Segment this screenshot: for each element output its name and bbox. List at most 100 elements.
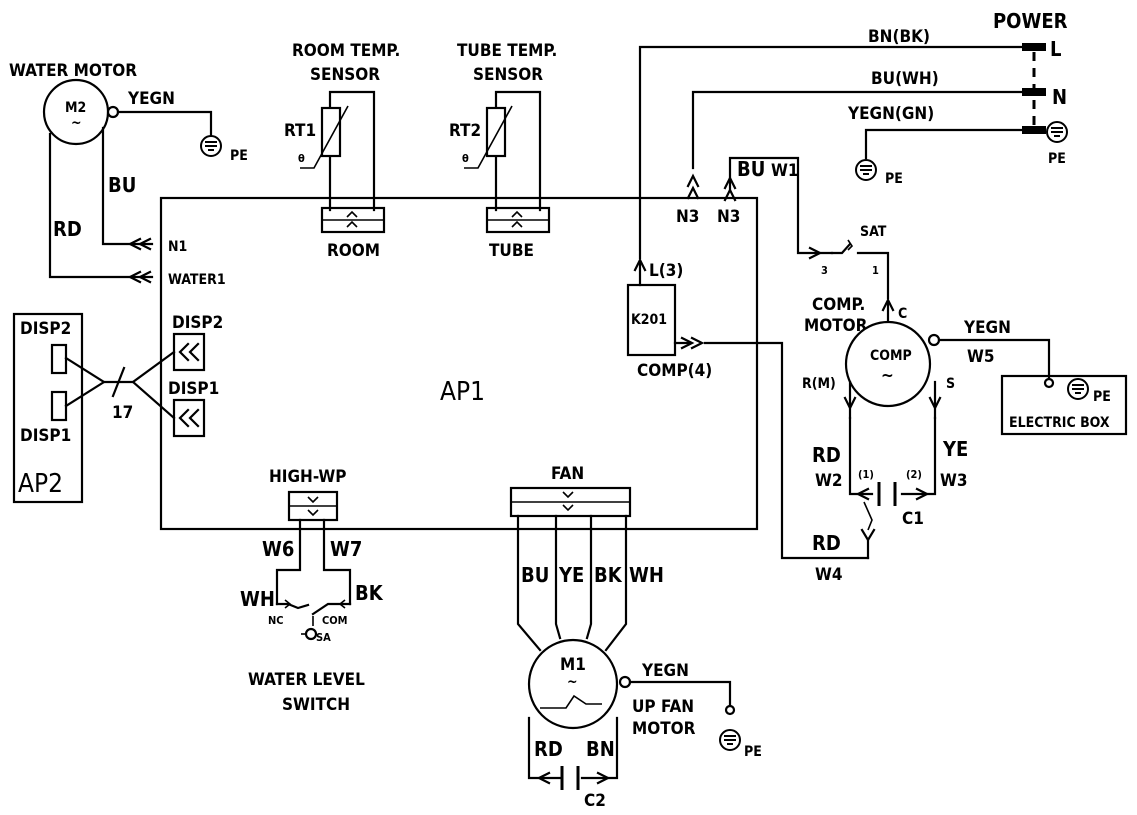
wire-bn-label: BN(BK) xyxy=(868,27,930,47)
electric-box-label: ELECTRIC BOX xyxy=(1009,415,1110,431)
board-ap1-outline xyxy=(159,196,759,531)
board-n3-b: N3 xyxy=(717,207,740,227)
fan-motor-pe-node xyxy=(618,675,632,689)
electric-box-pe: PE xyxy=(1093,389,1111,405)
fan-motor-icon xyxy=(527,638,619,730)
wire-fan-bu xyxy=(516,514,542,652)
fan-motor-tilde: ~ xyxy=(567,674,578,690)
electric-box-outline xyxy=(1000,374,1128,436)
wire-pe xyxy=(864,128,1024,160)
comp-name: COMP xyxy=(870,348,912,364)
board-n1-label: N1 xyxy=(168,239,187,255)
wire-w4-rd: RD xyxy=(812,531,841,555)
wire-w4 xyxy=(703,341,870,560)
display-disp2-label: DISP2 xyxy=(20,319,71,339)
display-harness-right xyxy=(131,350,176,420)
fan-motor-bn: BN xyxy=(586,737,615,761)
wire-w7-label: W7 xyxy=(330,537,362,561)
fan-motor-ground-icon xyxy=(719,729,741,751)
power-ground-icon xyxy=(1046,121,1068,143)
water-level-title-1: WATER LEVEL xyxy=(248,670,365,690)
sat-pin1: 1 xyxy=(872,264,879,277)
display-board: DISP2 DISP1 AP2 17 xyxy=(12,312,176,504)
water-motor-m2: M2 xyxy=(65,100,86,116)
tube-sensor: TUBE TEMP. SENSOR RT2 θ TUBE xyxy=(449,41,557,261)
wire-n xyxy=(691,90,1024,170)
wire-l xyxy=(638,45,1024,260)
w1-label: W1 xyxy=(771,161,799,181)
wire-w3-label: W3 xyxy=(940,471,968,491)
comp-tilde: ~ xyxy=(881,366,894,386)
k201-relay xyxy=(626,283,677,357)
rt2-label: RT2 xyxy=(449,121,481,141)
water-motor-tilde: ~ xyxy=(71,115,82,131)
display-wire-count: 17 xyxy=(112,403,133,423)
rt2-theta: θ xyxy=(462,152,469,165)
display-ap2-label: AP2 xyxy=(18,469,63,499)
wire-w5 xyxy=(937,338,1051,382)
electric-box-ground-icon xyxy=(1067,378,1089,400)
cap-pin2: (2) xyxy=(906,468,922,481)
wire-fan-pe xyxy=(628,680,732,710)
power-section: POWER L N PE BN(BK) BU(WH) YEGN(GN) PE xyxy=(638,9,1068,260)
board-disp1-label: DISP1 xyxy=(168,379,219,399)
power-l-label: L xyxy=(1050,37,1061,61)
board-l3-label: L(3) xyxy=(649,261,683,281)
tube-connector-label: TUBE xyxy=(489,241,534,261)
board-water1-label: WATER1 xyxy=(168,272,226,288)
wire-water-motor-bu xyxy=(101,126,154,246)
sat-pin3: 3 xyxy=(821,264,828,277)
rt2-thermistor-icon xyxy=(485,106,507,158)
water-motor-title: WATER MOTOR xyxy=(9,61,137,81)
wire-w2-label: W2 xyxy=(815,471,843,491)
water-level-title-2: SWITCH xyxy=(282,695,350,715)
fan-label: FAN xyxy=(551,464,584,484)
wire-rd-label: RD xyxy=(812,443,841,467)
compressor-section: BU W1 SAT 3 1 COMP. MOTOR C COMP ~ YEGN … xyxy=(703,156,1051,585)
pe-ground-label: PE xyxy=(885,171,903,187)
wire-w7 xyxy=(322,518,352,606)
wire-wh-label: WH xyxy=(240,587,275,611)
wire-w6-label: W6 xyxy=(262,537,294,561)
display-disp1-led xyxy=(50,390,68,422)
comp-yegn: YEGN xyxy=(963,318,1011,338)
c2-label: C2 xyxy=(584,791,606,811)
comp-s: S xyxy=(946,376,955,392)
wire-water-motor-pe xyxy=(116,110,213,138)
wire-yegn-label: YEGN(GN) xyxy=(847,104,934,124)
fan-motor-rd: RD xyxy=(534,737,563,761)
fan-motor-title-1: UP FAN xyxy=(632,697,694,717)
fan-wire-wh: WH xyxy=(629,563,664,587)
room-sensor: ROOM TEMP. SENSOR RT1 θ ROOM xyxy=(284,41,400,261)
room-sensor-title-1: ROOM TEMP. xyxy=(292,41,400,61)
tube-sensor-title-2: SENSOR xyxy=(473,65,543,85)
wire-fan-bk xyxy=(585,514,593,640)
rt1-label: RT1 xyxy=(284,121,316,141)
display-disp1-label: DISP1 xyxy=(20,426,71,446)
wire-bu-label: BU(WH) xyxy=(871,69,939,89)
electric-box: PE ELECTRIC BOX xyxy=(1000,374,1128,436)
power-pe-terminal xyxy=(1022,126,1046,134)
high-wp-label: HIGH-WP xyxy=(269,467,347,487)
wire-w6 xyxy=(275,518,302,606)
fan-motor-pe: PE xyxy=(744,744,762,760)
wire-fan-ye xyxy=(554,514,562,640)
fan-section: FAN BU YE BK WH M1 ~ YEGN UP FAN MOTOR P… xyxy=(509,464,762,811)
power-l-terminal xyxy=(1022,43,1046,51)
water-motor-pe-node xyxy=(106,105,120,119)
comp-c-label: C xyxy=(898,306,907,322)
c1-label: C1 xyxy=(902,509,924,529)
fan-wire-ye: YE xyxy=(558,563,584,587)
water-level-switch-icon xyxy=(311,602,352,616)
tube-sensor-title-1: TUBE TEMP. xyxy=(457,41,557,61)
comp-pe-node xyxy=(927,333,941,347)
fan-motor-title-2: MOTOR xyxy=(632,719,696,739)
sat-label: SAT xyxy=(860,224,887,240)
pe-ground-icon xyxy=(855,159,877,181)
w1-bu-label: BU xyxy=(737,157,765,181)
w5-label: W5 xyxy=(967,347,995,367)
board-ap2-outline xyxy=(12,312,84,504)
board-ap1-label: AP1 xyxy=(440,377,485,407)
power-n-label: N xyxy=(1052,85,1067,109)
